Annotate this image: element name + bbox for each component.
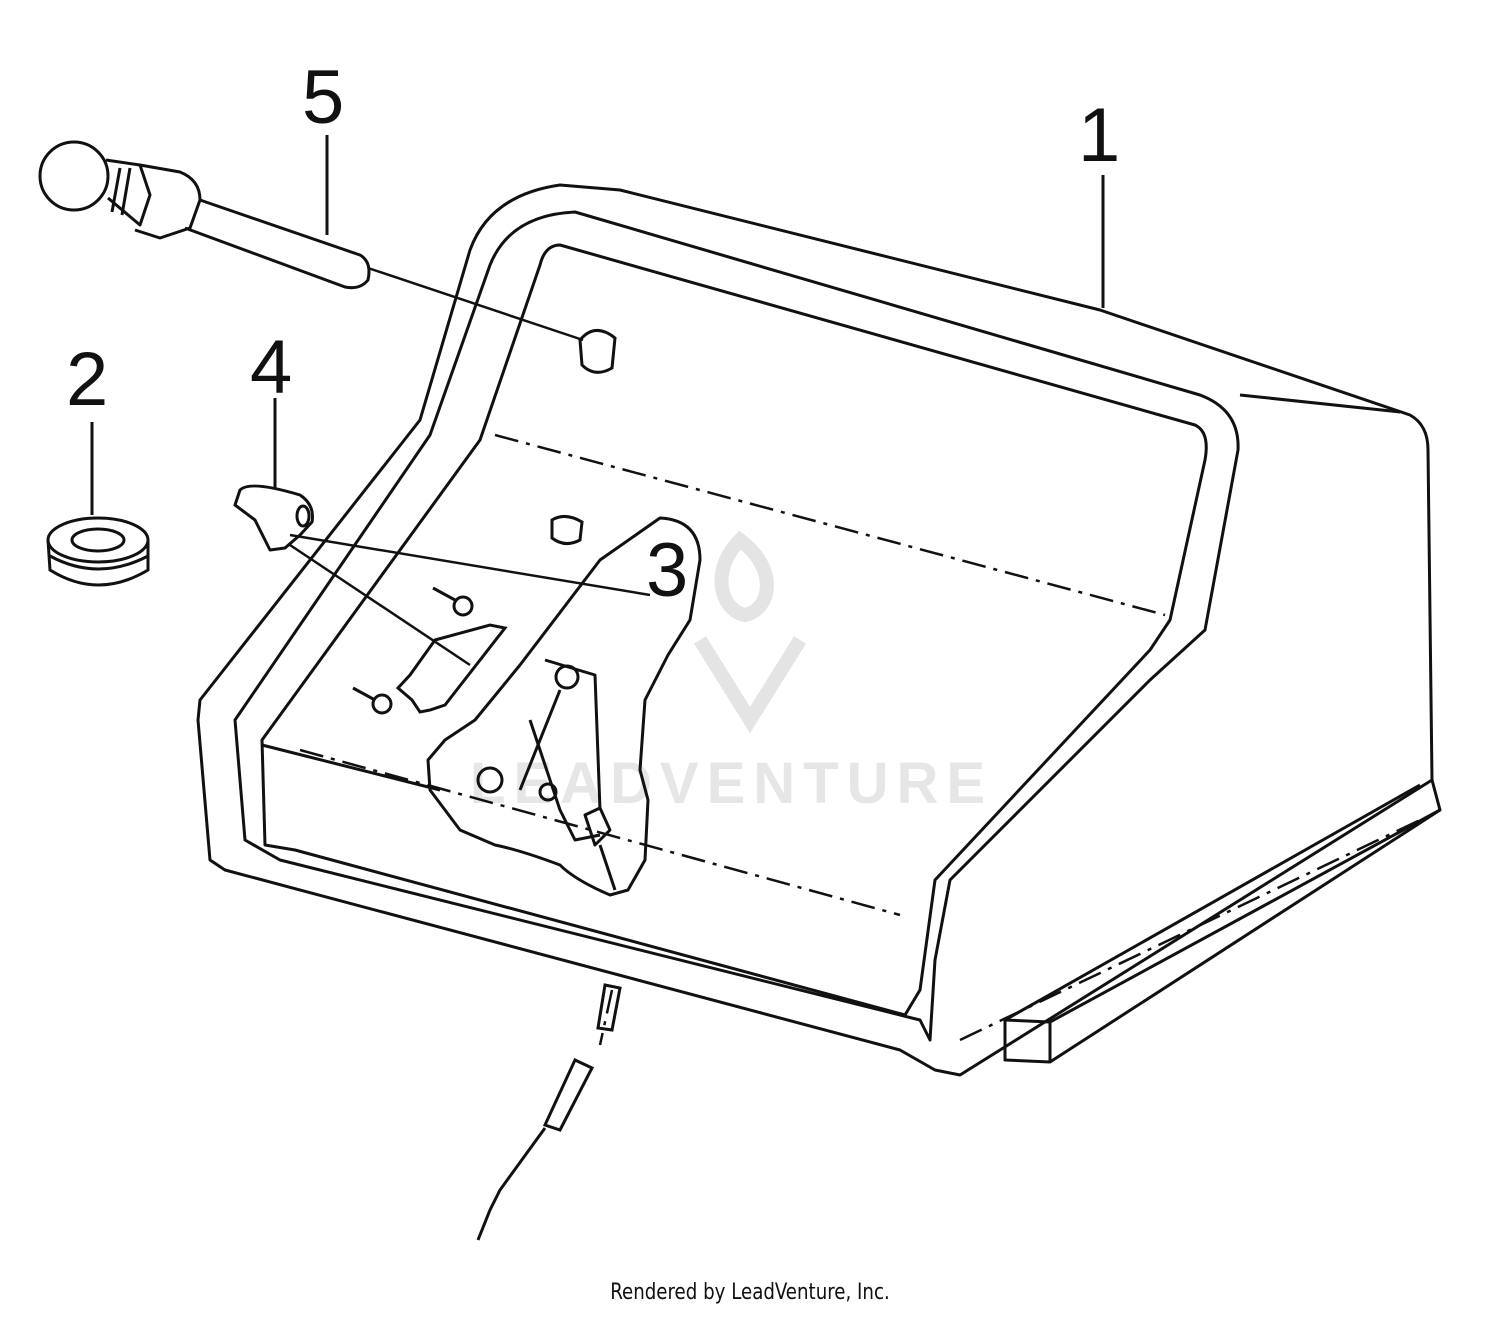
callout-2: 2 — [66, 337, 109, 422]
choke-knob-rod — [38, 140, 371, 290]
watermark-text: LEADVENTURE — [470, 751, 994, 816]
grommet — [46, 516, 150, 587]
throttle-lever-assembly — [426, 516, 702, 897]
small-hole-2 — [371, 693, 393, 715]
centerlines — [299, 433, 1421, 1046]
callout-1: 1 — [1078, 93, 1121, 178]
small-hole-1 — [452, 595, 474, 617]
leader-5-to-hole — [367, 266, 584, 342]
upper-hole — [550, 515, 584, 545]
throttle-cable — [476, 983, 622, 1241]
callout-5: 5 — [302, 55, 345, 140]
callout-leaders — [90, 135, 1105, 515]
leader-4-to-3 — [289, 533, 651, 597]
knob-hole — [578, 329, 617, 374]
cable-clip — [233, 484, 314, 552]
dashboard-housing — [196, 183, 1442, 1077]
watermark-logo-icon — [694, 530, 806, 734]
callout-3: 3 — [646, 528, 689, 613]
leader-4-to-slot — [289, 543, 471, 667]
panel-holes — [352, 329, 617, 715]
slot-cutout — [395, 623, 508, 714]
footer-credit: Rendered by LeadVenture, Inc. — [610, 1280, 890, 1305]
callout-4: 4 — [250, 325, 293, 410]
